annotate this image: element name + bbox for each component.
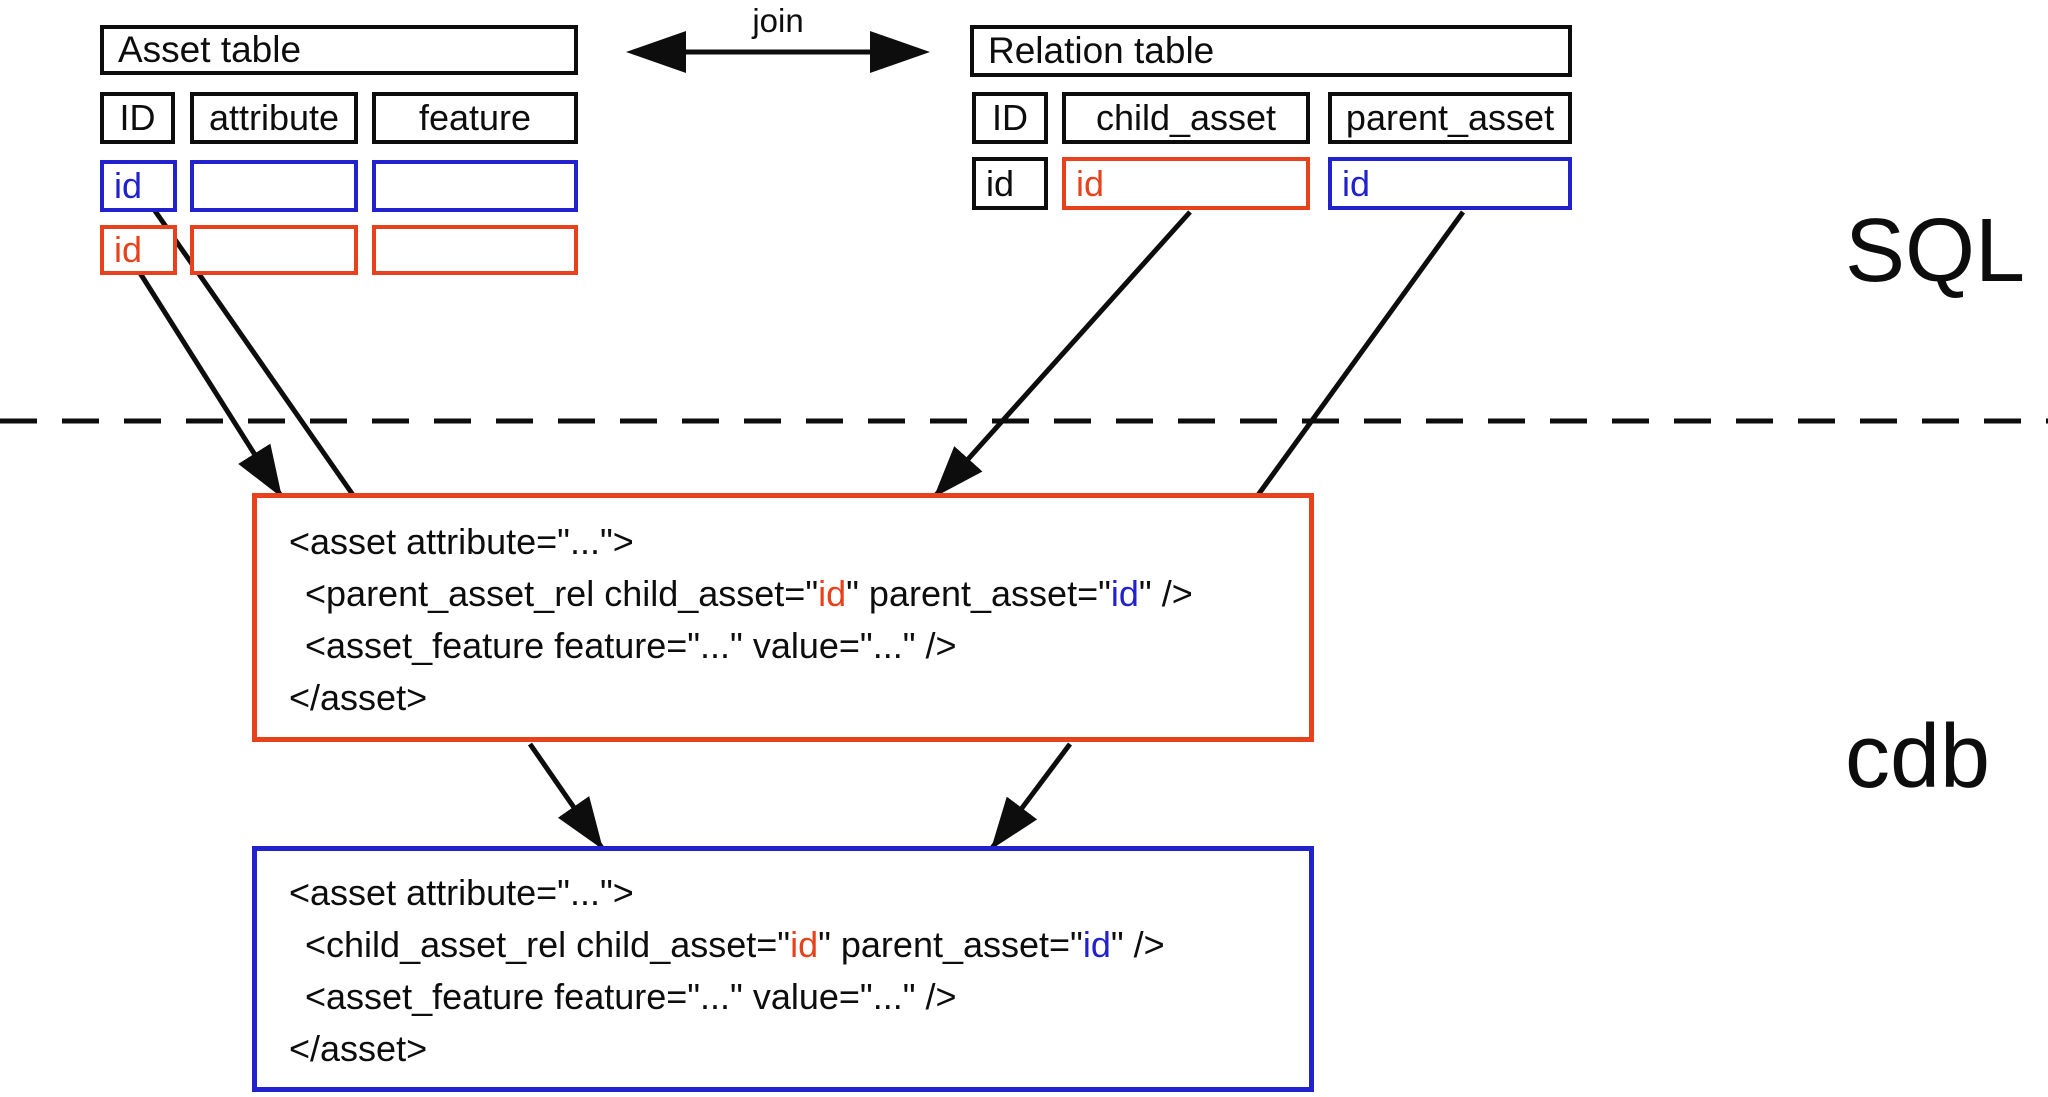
arrow-parent-box-to-child-box-left — [527, 742, 605, 850]
relation-table-title: Relation table — [970, 25, 1572, 77]
xml-rel-parent-id: id — [1110, 573, 1139, 614]
relation-table-title-label: Relation table — [988, 30, 1215, 71]
arrow-parent-box-to-child-box-right — [990, 742, 1072, 850]
asset-table-col-attribute: attribute — [190, 92, 358, 144]
cdb-section-label: cdb — [1845, 707, 1991, 807]
xml-rel-pre: <child_asset_rel child_asset=" — [305, 924, 791, 965]
asset-row-blue-id-cell: id — [100, 160, 177, 212]
xml-open-tag: <asset attribute="..."> — [289, 521, 634, 562]
child-rel-xml-box: <asset attribute="..."> <child_asset_rel… — [252, 846, 1314, 1092]
relation-row-id-cell: id — [972, 157, 1048, 210]
xml-rel-post: " /> — [1138, 573, 1193, 614]
xml-feature-line: <asset_feature feature="..." value="..."… — [305, 625, 957, 666]
relation-col-parent-asset-label: parent_asset — [1345, 97, 1555, 138]
xml-child-rel-line: <child_asset_rel child_asset="id" parent… — [305, 919, 1309, 971]
asset-row-blue-id-value: id — [114, 165, 143, 206]
asset-table-col-feature: feature — [372, 92, 578, 144]
relation-row-child-asset-value: id — [1076, 162, 1105, 204]
xml-rel-post: " /> — [1110, 924, 1165, 965]
relation-row-child-asset-cell: id — [1062, 157, 1310, 210]
xml-open-tag: <asset attribute="..."> — [289, 872, 634, 913]
relation-col-child-asset-label: child_asset — [1095, 97, 1277, 138]
xml-parent-rel-line: <parent_asset_rel child_asset="id" paren… — [305, 568, 1309, 620]
asset-row-red-attribute-cell — [190, 225, 358, 275]
relation-table-col-child-asset: child_asset — [1062, 92, 1310, 144]
xml-rel-mid: " parent_asset=" — [846, 573, 1111, 614]
relation-table-col-id: ID — [972, 92, 1048, 144]
relation-row-parent-asset-value: id — [1342, 162, 1371, 204]
join-arrowhead-left-icon — [626, 31, 686, 73]
asset-row-red-id-value: id — [114, 229, 143, 270]
xml-rel-child-id: id — [790, 924, 819, 965]
asset-row-red-feature-cell — [372, 225, 578, 275]
xml-close-tag: </asset> — [289, 1028, 428, 1069]
asset-row-red-id-cell: id — [100, 225, 177, 275]
asset-col-attribute-label: attribute — [208, 97, 340, 138]
arrow-relation-child-id-to-parent-box — [933, 210, 1192, 498]
asset-row-blue-attribute-cell — [190, 160, 358, 212]
line-relation-parent-id-to-parent-box — [1255, 210, 1466, 497]
relation-table-col-parent-asset: parent_asset — [1328, 92, 1572, 144]
xml-rel-parent-id: id — [1082, 924, 1111, 965]
asset-col-id-label: ID — [119, 97, 156, 138]
join-arrowhead-right-icon — [870, 31, 930, 73]
relation-col-id-label: ID — [992, 97, 1028, 138]
line-asset-blue-id-to-parent-box — [150, 206, 356, 497]
parent-rel-xml-box: <asset attribute="..."> <parent_asset_re… — [252, 493, 1314, 742]
asset-row-blue-feature-cell — [372, 160, 578, 212]
relation-row-id-value: id — [986, 162, 1015, 204]
asset-table-col-id: ID — [100, 92, 175, 144]
xml-rel-mid: " parent_asset=" — [818, 924, 1083, 965]
asset-col-feature-label: feature — [418, 97, 532, 138]
relation-row-parent-asset-cell: id — [1328, 157, 1572, 210]
arrow-asset-red-id-to-parent-box — [137, 271, 284, 498]
xml-close-tag: </asset> — [289, 677, 428, 718]
asset-table-title-label: Asset table — [118, 29, 302, 70]
asset-table-title: Asset table — [100, 25, 578, 75]
xml-rel-child-id: id — [818, 573, 847, 614]
xml-rel-pre: <parent_asset_rel child_asset=" — [305, 573, 819, 614]
join-label: join — [752, 2, 804, 39]
sql-section-label: SQL — [1845, 201, 2026, 301]
xml-feature-line: <asset_feature feature="..." value="..."… — [305, 976, 957, 1017]
